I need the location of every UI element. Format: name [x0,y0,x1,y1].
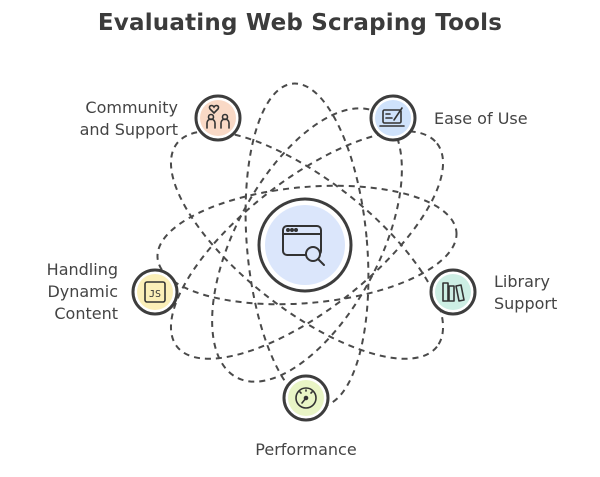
label-dynamic-line1: Handling [46,260,118,279]
orbit-ellipse-vertical [244,82,370,408]
label-dynamic-content: Handling Dynamic Content [10,259,118,325]
people-heart-icon [206,104,230,129]
center-fill [265,205,345,285]
svg-text:JS: JS [149,289,161,300]
label-community-line1: Community [85,98,178,117]
label-library-support: Library Support [494,271,594,315]
label-ease-of-use: Ease of Use [434,108,574,130]
page-title: Evaluating Web Scraping Tools [97,10,503,36]
laptop-edit-icon [379,107,405,127]
label-community-line2: and Support [79,120,178,139]
books-icon [442,282,465,302]
center-node [257,197,353,293]
browser-search-icon [282,225,325,266]
label-performance: Performance [206,439,406,461]
node-performance [282,374,330,422]
orbit-ellipse-horizontal [156,184,458,306]
node-ease-of-use [369,94,417,142]
node-community [194,94,242,142]
label-dynamic-line3: Content [54,304,118,323]
orbit-ellipse-diagonal-a [169,130,445,360]
label-library-line2: Support [494,294,558,313]
js-file-icon: JS [144,281,166,303]
label-community: Community and Support [40,97,178,141]
node-dynamic-content: JS [131,268,179,316]
gauge-icon [295,387,317,409]
label-dynamic-line2: Dynamic [47,282,118,301]
node-library-support [429,268,477,316]
label-ease-line1: Ease of Use [434,109,528,128]
label-library-line1: Library [494,272,550,291]
label-performance-line1: Performance [255,440,357,459]
